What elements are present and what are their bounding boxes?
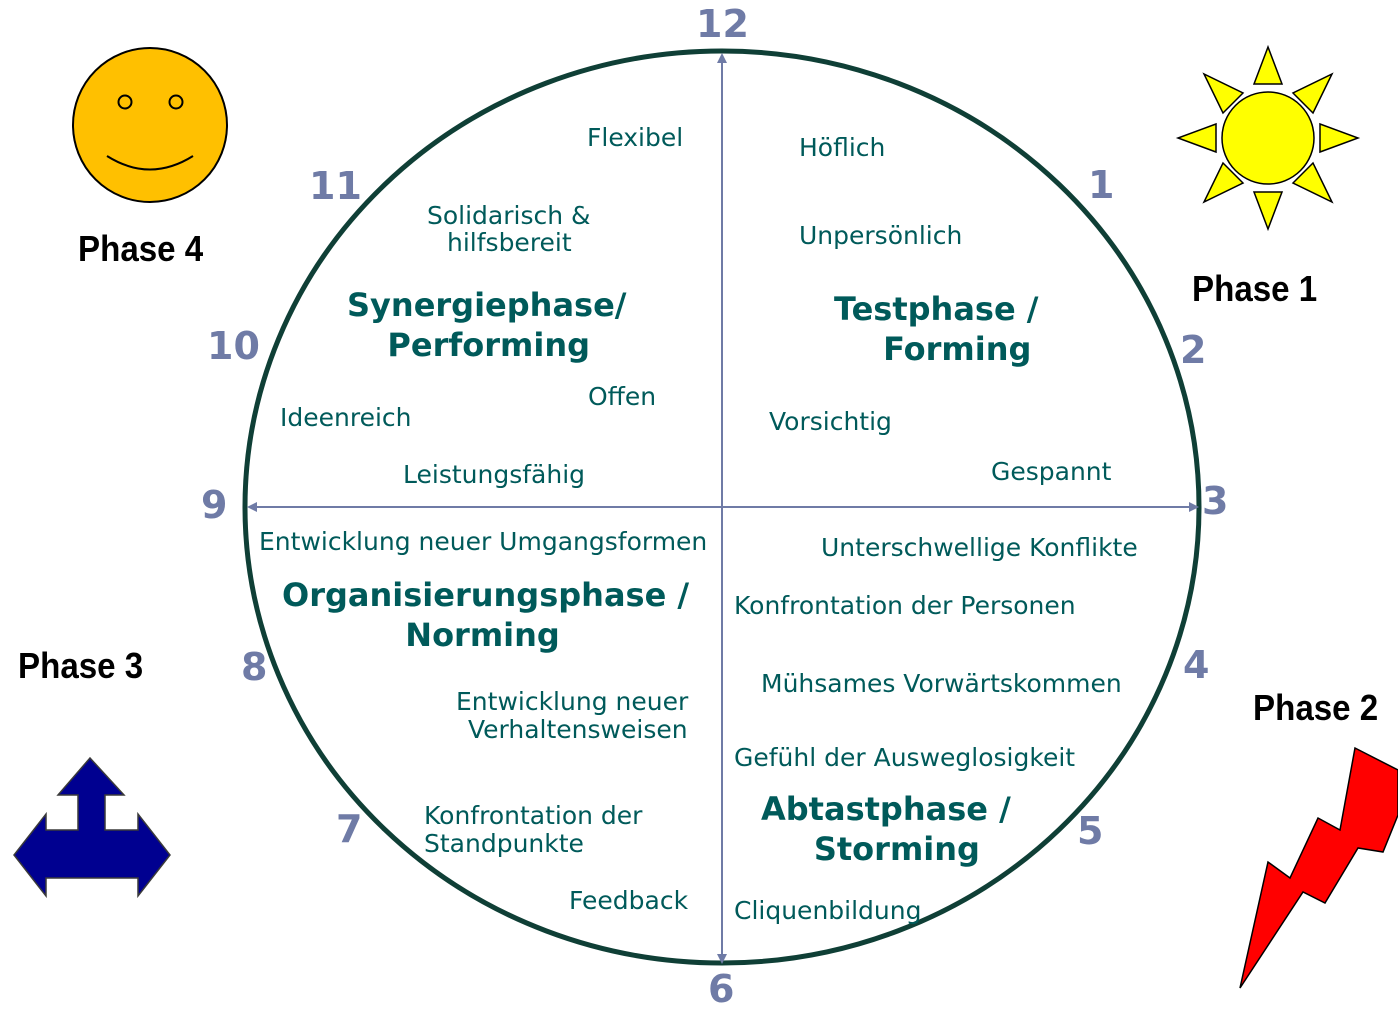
- forming-title-line1: Testphase /: [834, 290, 1039, 328]
- phase-4-label: Phase 4: [78, 228, 204, 269]
- norming-word-verhaltensweisen: Entwicklung neuer Verhaltensweisen: [456, 688, 688, 743]
- norming-word-standpunkte: Konfrontation der Standpunkte: [424, 802, 642, 857]
- storming-word-cliquenbildung: Cliquenbildung: [734, 896, 922, 925]
- clock-number-4: 4: [1183, 643, 1210, 687]
- performing-title-line2: Performing: [387, 326, 591, 364]
- performing-word-solidarisch: Solidarisch & hilfsbereit: [427, 202, 591, 256]
- forming-title: Testphase / Forming: [834, 289, 1038, 369]
- norming-title: Organisierungsphase / Norming: [282, 575, 689, 655]
- performing-word-leistungsfaehig: Leistungsfähig: [403, 460, 586, 489]
- clock-number-1: 1: [1088, 163, 1115, 207]
- clock-number-2: 2: [1180, 328, 1207, 372]
- storming-word-unterschwellige-konflikte: Unterschwellige Konflikte: [821, 533, 1138, 562]
- clock-number-8: 8: [241, 645, 268, 689]
- clock-number-3: 3: [1202, 479, 1229, 523]
- forming-word-unpersoenlich: Unpersönlich: [799, 221, 963, 250]
- storming-title-line1: Abtastphase /: [761, 790, 1011, 828]
- performing-word-flexibel: Flexibel: [587, 123, 684, 152]
- performing-title: Synergiephase/ Performing: [347, 285, 626, 365]
- norming-word-standpunkte-line2: Standpunkte: [424, 828, 584, 858]
- clock-number-9: 9: [201, 483, 228, 527]
- clock-number-12: 12: [696, 2, 749, 46]
- norming-title-line2: Norming: [405, 616, 560, 654]
- clock-number-10: 10: [207, 324, 260, 368]
- norming-word-verhaltensweisen-line2: Verhaltensweisen: [468, 714, 688, 744]
- norming-word-standpunkte-line1: Konfrontation der: [424, 801, 643, 830]
- phase-1-label: Phase 1: [1192, 268, 1318, 309]
- norming-title-line1: Organisierungsphase /: [282, 576, 690, 614]
- clock-number-7: 7: [336, 807, 363, 851]
- performing-word-offen: Offen: [588, 382, 657, 411]
- storming-title: Abtastphase / Storming: [761, 789, 1011, 869]
- storming-word-muehsames-vorwaertskommen: Mühsames Vorwärtskommen: [761, 669, 1122, 698]
- norming-word-verhaltensweisen-line1: Entwicklung neuer: [456, 687, 689, 716]
- norming-word-umgangsformen: Entwicklung neuer Umgangsformen: [259, 527, 708, 556]
- forming-word-gespannt: Gespannt: [991, 457, 1112, 486]
- clock-number-5: 5: [1077, 809, 1104, 853]
- performing-word-ideenreich: Ideenreich: [280, 403, 412, 432]
- storming-word-konfrontation-personen: Konfrontation der Personen: [734, 591, 1076, 620]
- clock-number-6: 6: [708, 967, 735, 1011]
- storming-word-ausweglosigkeit: Gefühl der Ausweglosigkeit: [734, 743, 1076, 772]
- performing-word-solidarisch-line2: hilfsbereit: [447, 228, 572, 257]
- storming-title-line2: Storming: [813, 830, 980, 868]
- smiley-icon: [72, 47, 228, 203]
- performing-word-solidarisch-line1: Solidarisch &: [427, 201, 591, 230]
- norming-word-feedback: Feedback: [569, 886, 689, 915]
- sun-icon: [1175, 44, 1361, 232]
- phase-3-label: Phase 3: [18, 645, 144, 686]
- performing-title-line1: Synergiephase/: [347, 286, 627, 324]
- phase-2-label: Phase 2: [1253, 687, 1379, 728]
- forming-word-hoeflich: Höflich: [799, 133, 886, 162]
- forming-title-line2: Forming: [883, 330, 1032, 368]
- clock-number-11: 11: [309, 164, 362, 208]
- forming-word-vorsichtig: Vorsichtig: [769, 407, 892, 436]
- three-way-arrow-icon: [13, 756, 171, 899]
- lightning-icon: [1239, 746, 1398, 989]
